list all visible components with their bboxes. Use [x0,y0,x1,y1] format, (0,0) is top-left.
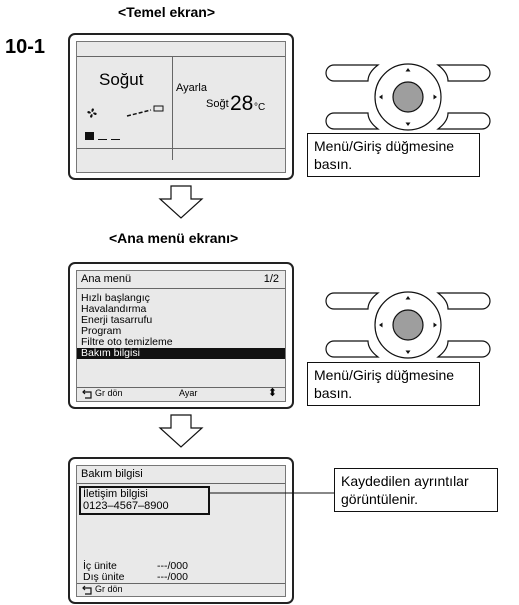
fan-icon [87,108,97,118]
button-pad-2 [325,291,491,359]
temperature-unit: °C [254,102,266,113]
fan-speed-indicator [85,130,129,140]
main-menu-title: <Ana menü ekranı> [109,230,239,246]
basic-screen-title: <Temel ekran> [118,4,216,20]
step-number: 10-1 [5,36,46,58]
lcd-maintenance-info: Bakım bilgisi İletişim bilgisi 0123–4567… [76,465,286,597]
back-icon [82,585,92,595]
airflow-direction-icon [126,105,164,117]
footer-set-label: Ayar [179,388,198,398]
controller-panel-maintenance: Bakım bilgisi İletişim bilgisi 0123–4567… [68,457,294,604]
footer-back-label: Gr dön [95,584,123,594]
mode-label: Soğut [99,70,144,89]
menu-item-energy-saving[interactable]: Enerji tasarrufu [81,314,153,326]
back-icon [82,389,92,399]
down-arrow-icon [158,414,204,448]
controller-panel-menu: Ana menü 1/2 Hızlı başlangıç Havalandırm… [68,262,294,409]
menu-item-filter-auto-clean[interactable]: Filtre oto temizleme [81,336,173,348]
callout-press-menu-1: Menü/Giriş düğmesine basın. [307,133,480,177]
lcd-main-menu: Ana menü 1/2 Hızlı başlangıç Havalandırm… [76,270,286,402]
indoor-unit-label: İç ünite [83,560,117,572]
menu-item-ventilation[interactable]: Havalandırma [81,303,147,315]
contact-info-number: 0123–4567–8900 [83,500,169,512]
contact-info-label: İletişim bilgisi [83,488,148,500]
callout-press-menu-2: Menü/Giriş düğmesine basın. [307,362,480,406]
up-down-arrows-icon: ⬍ [267,387,277,399]
set-temperature: 28 [230,92,254,115]
down-arrow-icon [158,185,204,219]
outdoor-unit-value: ---/000 [157,571,188,583]
lcd-basic-screen: Soğut Ayarla Soğt 28 °C [76,41,286,173]
button-pad-1 [325,63,491,131]
contact-info-box [79,486,210,515]
set-label: Ayarla [176,82,207,94]
callout-leader-line [208,492,336,494]
footer-back-label: Gr dön [95,388,123,398]
menu-item-quick-start[interactable]: Hızlı başlangıç [81,292,150,304]
maintenance-header: Bakım bilgisi [81,468,143,480]
set-mode-label: Soğt [206,98,229,110]
controller-panel-basic: Soğut Ayarla Soğt 28 °C [68,33,294,180]
menu-item-schedule[interactable]: Program [81,325,122,337]
menu-page-indicator: 1/2 [263,273,279,285]
indoor-unit-value: ---/000 [157,560,188,572]
menu-enter-button [392,81,424,113]
menu-header: Ana menü [81,273,132,285]
menu-item-maintenance-info[interactable]: Bakım bilgisi [77,348,285,359]
outdoor-unit-label: Dış ünite [83,571,125,583]
callout-details-displayed: Kaydedilen ayrıntılar görüntülenir. [334,468,498,512]
